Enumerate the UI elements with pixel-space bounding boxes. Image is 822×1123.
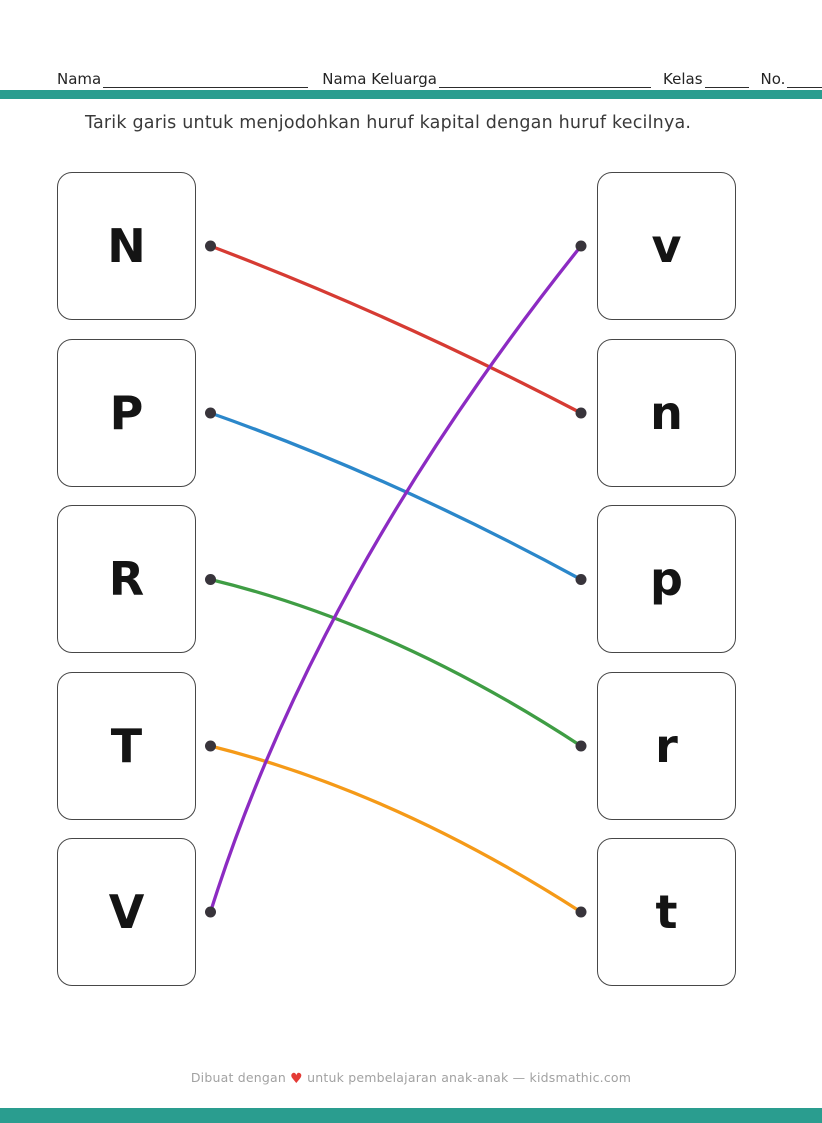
lowercase-letter-card-v[interactable]: v: [597, 172, 736, 320]
capital-letter-card-R[interactable]: R: [57, 505, 196, 653]
instruction-text: Tarik garis untuk menjodohkan huruf kapi…: [85, 113, 692, 133]
footer-credit: Dibuat dengan ♥ untuk pembelajaran anak-…: [0, 1070, 822, 1087]
name-field[interactable]: [103, 72, 309, 88]
letter-label: N: [107, 219, 146, 273]
connector-dot-P[interactable]: [205, 407, 216, 419]
letter-label: p: [650, 552, 683, 606]
lowercase-letter-card-r[interactable]: r: [597, 672, 736, 820]
connector-dot-r[interactable]: [575, 740, 587, 752]
letter-label: V: [108, 885, 145, 939]
letter-label: t: [655, 885, 678, 939]
capital-letter-card-P[interactable]: P: [57, 339, 196, 487]
connector-dot-v[interactable]: [575, 240, 587, 252]
letter-label: r: [655, 719, 678, 773]
connector-dot-n[interactable]: [575, 407, 587, 419]
bottom-accent-bar: [0, 1108, 822, 1123]
connection-line-N-n: [208, 244, 583, 415]
family-name-label: Nama Keluarga: [322, 70, 438, 88]
class-label: Kelas: [663, 70, 703, 88]
connection-line-V-v: [208, 244, 583, 914]
connection-line-T-t: [208, 744, 583, 914]
top-accent-bar: [0, 90, 822, 99]
letter-label: n: [650, 386, 683, 440]
number-field[interactable]: [787, 72, 822, 88]
class-field[interactable]: [704, 72, 749, 88]
letter-label: v: [651, 219, 682, 273]
capital-letter-card-T[interactable]: T: [57, 672, 196, 820]
heart-icon: ♥: [290, 1071, 303, 1087]
name-label: Nama: [57, 70, 102, 88]
connector-dot-p[interactable]: [575, 574, 587, 585]
connector-dot-T[interactable]: [205, 740, 216, 752]
connector-dot-t[interactable]: [575, 906, 587, 918]
number-label: No.: [760, 70, 786, 88]
footer-text-before: Dibuat dengan: [190, 1070, 286, 1085]
connector-dot-N[interactable]: [205, 240, 216, 252]
letter-label: R: [108, 552, 145, 606]
connector-dot-V[interactable]: [205, 906, 216, 918]
student-info-header: Nama Nama Keluarga Kelas No.: [57, 68, 822, 88]
letter-label: P: [109, 386, 144, 440]
lowercase-letter-card-n[interactable]: n: [597, 339, 736, 487]
lowercase-letter-card-p[interactable]: p: [597, 505, 736, 653]
letter-label: T: [110, 719, 143, 773]
footer-text-after: untuk pembelajaran anak-anak — kidsmathi…: [307, 1070, 632, 1085]
family-name-field[interactable]: [439, 72, 652, 88]
connector-dot-R[interactable]: [205, 574, 216, 585]
connection-line-R-r: [208, 577, 583, 748]
capital-letter-card-V[interactable]: V: [57, 838, 196, 986]
lowercase-letter-card-t[interactable]: t: [597, 838, 736, 986]
connection-line-P-p: [208, 411, 583, 582]
capital-letter-card-N[interactable]: N: [57, 172, 196, 320]
